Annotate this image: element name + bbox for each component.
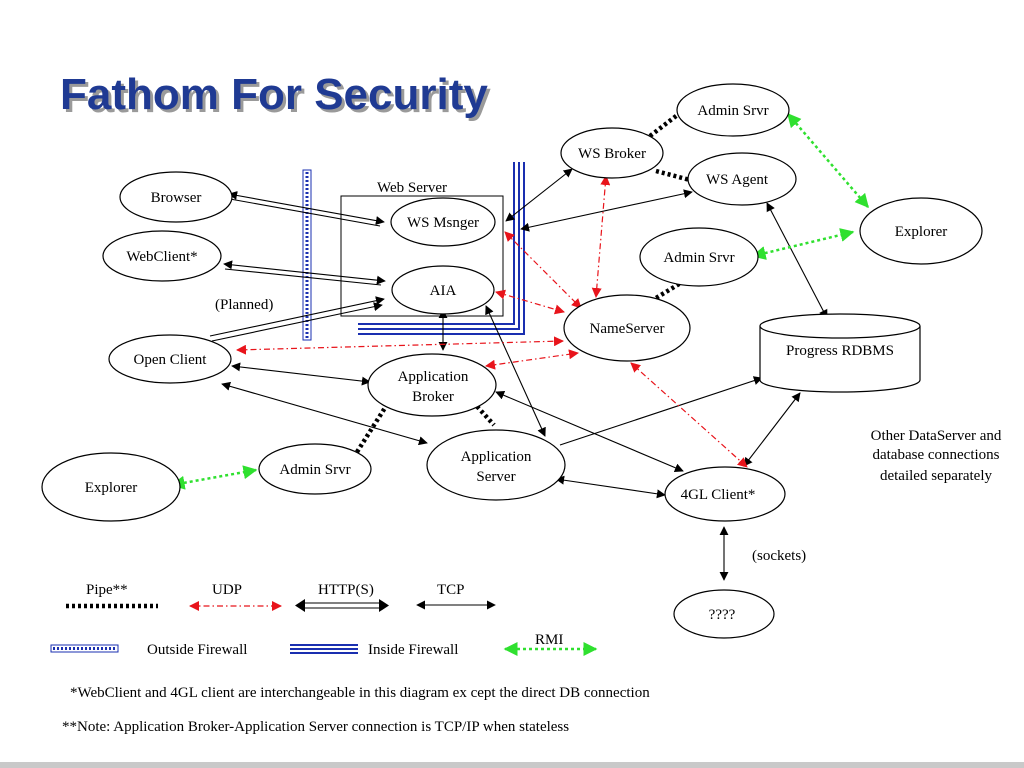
svg-text:Application: Application [398,369,469,385]
svg-text:Explorer: Explorer [895,224,947,240]
svg-text:Open Client: Open Client [134,352,208,368]
udp-lines [236,175,748,468]
legend-outside-firewall-swatch [50,644,119,653]
legend-http-label: HTTP(S) [318,582,374,598]
svg-text:Explorer: Explorer [85,480,137,496]
svg-text:Admin Srvr: Admin Srvr [279,462,350,478]
svg-text:AIA: AIA [430,283,457,299]
svg-text:Admin Srvr: Admin Srvr [663,250,734,266]
planned-label: (Planned) [215,297,273,313]
aia-node: AIA [391,265,495,315]
footnote-1: *WebClient and 4GL client are interchang… [70,685,650,701]
svg-text:detailed separately: detailed separately [880,468,993,484]
webclient-node: WebClient* [102,230,222,282]
sockets-label: (sockets) [752,548,806,564]
4gl-client-node: 4GL Client* [664,466,786,522]
footnote-2: **Note: Application Broker-Application S… [62,719,569,735]
legend-inside-firewall-swatch [290,644,358,654]
explorer-left-node: Explorer [41,452,181,522]
legend-pipe-label: Pipe** [86,582,128,598]
legend: Pipe** UDP HTTP(S) TCP Outside Firewall … [50,582,598,658]
ws-msnger-node: WS Msnger [390,197,496,247]
legend-inside-firewall-label: Inside Firewall [368,642,458,658]
svg-text:database connections: database connections [872,447,999,463]
ws-broker-node: WS Broker [560,127,664,179]
svg-text:WS Msnger: WS Msnger [407,215,479,231]
svg-text:Browser: Browser [151,190,202,206]
admin-srvr-mid-node: Admin Srvr [639,227,759,287]
progress-rdbms-node: Progress RDBMS [759,313,921,393]
svg-text:Broker: Broker [412,389,454,405]
legend-udp-label: UDP [212,582,242,598]
application-broker-node: Application Broker [367,353,497,417]
nameserver-node: NameServer [563,294,691,362]
legend-http-line [295,599,389,612]
web-server-box [340,195,504,317]
svg-text:4GL Client*: 4GL Client* [681,487,756,503]
svg-text:????: ???? [709,607,736,623]
svg-text:Admin Srvr: Admin Srvr [697,103,768,119]
rmi-lines [170,112,869,490]
http-browser-wsmsnger [228,191,385,227]
ws-agent-node: WS Agent [687,152,797,206]
open-client-node: Open Client [108,334,232,384]
browser-node: Browser [119,171,233,223]
svg-text:Other DataServer and: Other DataServer and [871,428,1002,444]
svg-text:WS Broker: WS Broker [578,146,646,162]
http-webclient-aia [223,260,386,286]
admin-srvr-top-node: Admin Srvr [676,83,790,137]
legend-rmi-label: RMI [535,632,563,648]
unknown-node: ???? [673,589,775,639]
http-openclient-aia [209,296,385,342]
legend-outside-firewall-label: Outside Firewall [147,642,247,658]
explorer-right-node: Explorer [859,197,983,265]
application-server-node: Application Server [426,429,566,501]
legend-tcp-label: TCP [437,582,465,598]
svg-text:Application: Application [461,449,532,465]
admin-srvr-bottom-node: Admin Srvr [258,443,372,495]
svg-text:WebClient*: WebClient* [126,249,197,265]
slide-bottom-bar [0,762,1024,768]
svg-text:NameServer: NameServer [590,321,665,337]
slide-title: Fathom For Security [60,70,488,119]
web-server-label: Web Server [377,180,447,196]
svg-text:Server: Server [476,469,515,485]
svg-text:Progress RDBMS: Progress RDBMS [786,343,894,359]
svg-text:WS Agent: WS Agent [706,172,769,188]
dataserver-note: Other DataServer and database connection… [871,428,1002,484]
